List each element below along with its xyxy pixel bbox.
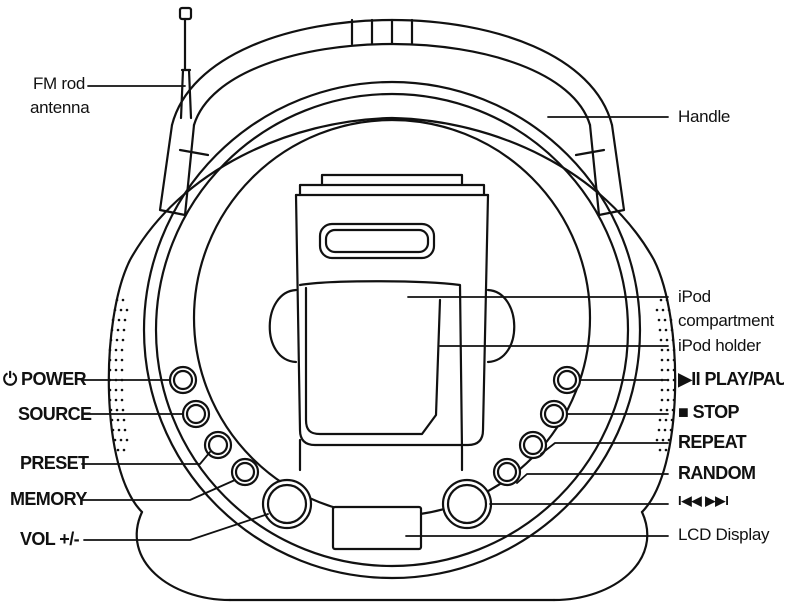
- memory-label: MEMORY: [10, 489, 87, 509]
- play-pause-label: ▶II PLAY/PAUSE: [678, 369, 784, 389]
- leader-lines: [81, 85, 669, 541]
- skip-knob-inner: [446, 483, 488, 525]
- fm-antenna-label: FM rod antenna: [30, 72, 90, 120]
- ipod-holder-drawing: [268, 173, 516, 472]
- skip-knob[interactable]: [441, 478, 493, 530]
- random-button-inner: [496, 461, 518, 483]
- fm-antenna-label-text: FM rod antenna: [30, 74, 90, 117]
- power-button-inner: [172, 369, 194, 391]
- memory-button-inner: [234, 461, 256, 483]
- lcd-display: [331, 505, 423, 551]
- repeat-label: REPEAT: [678, 432, 747, 452]
- volume-knob-inner: [266, 483, 308, 525]
- source-label: SOURCE: [18, 404, 92, 424]
- front-panel-mid-ring: [154, 92, 630, 568]
- front-panel-outer-ring: [142, 80, 642, 580]
- vol-label: VOL +/-: [20, 529, 80, 549]
- stop-label: ■ STOP: [678, 402, 740, 422]
- stop-button-inner: [543, 403, 565, 425]
- random-label: RANDOM: [678, 463, 756, 483]
- volume-knob[interactable]: [261, 478, 313, 530]
- preset-label: PRESET: [20, 453, 89, 473]
- power-label: ⏻ POWER: [3, 369, 87, 389]
- body: [107, 116, 677, 602]
- source-button-inner: [185, 403, 207, 425]
- handle-label: Handle: [678, 107, 731, 126]
- lcd-display-label: LCD Display: [678, 525, 770, 544]
- fm-antenna: [178, 6, 193, 120]
- preset-button-inner: [207, 434, 229, 456]
- play-pause-button-inner: [556, 369, 578, 391]
- ipod-compartment-label: iPod compartment: [678, 287, 774, 330]
- repeat-button-inner: [522, 434, 544, 456]
- ipod-holder-label: iPod holder: [678, 336, 761, 355]
- skip-label: I◀◀ ▶▶I: [678, 493, 729, 508]
